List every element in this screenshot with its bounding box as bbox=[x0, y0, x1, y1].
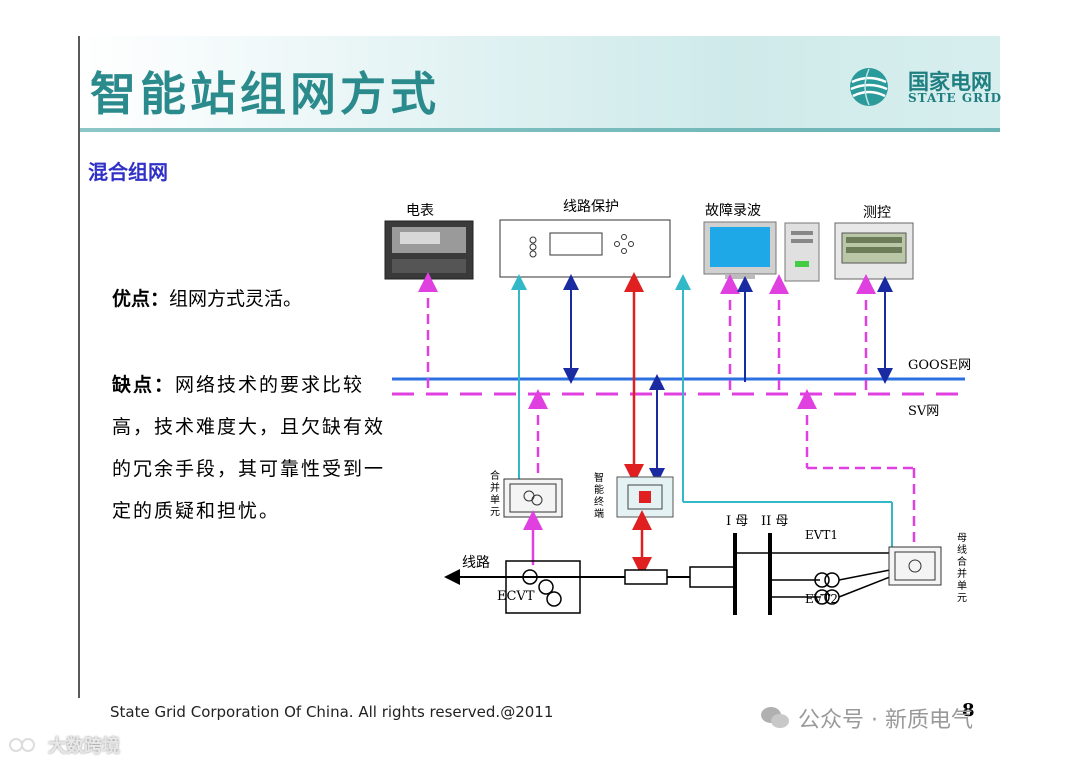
section-heading: 混合组网 bbox=[88, 156, 168, 185]
bus-merging-unit-label: 母线合并单元 bbox=[957, 532, 967, 604]
smart-terminal-box bbox=[617, 477, 673, 517]
network-diagram: 电表 线路保护 故障录波 测控 GOOSE网 bbox=[380, 195, 1000, 630]
breaker bbox=[625, 570, 667, 584]
bus1-label: I 母 bbox=[726, 514, 748, 529]
evt1-label: EVT1 bbox=[805, 528, 838, 542]
wechat-watermark: 公众号 · 新质电气 bbox=[760, 702, 973, 734]
ecvt-label: ECVT bbox=[497, 589, 535, 604]
sv-network-label: SV网 bbox=[908, 404, 939, 419]
logo-english: STATE GRID bbox=[908, 91, 1002, 105]
line-protection-device bbox=[500, 220, 670, 277]
bottom-left-watermark: 大数跨境 bbox=[8, 732, 120, 758]
cons-label: 缺点： bbox=[112, 374, 175, 396]
state-grid-logo: 国家电网 STATE GRID bbox=[848, 64, 998, 112]
cons-paragraph: 缺点：网络技术的要求比较高，技术难度大，且欠缺有效的冗余手段，其可靠性受到一定的… bbox=[112, 364, 392, 532]
header-stripe bbox=[80, 128, 1000, 132]
line-label: 线路 bbox=[462, 555, 490, 571]
watermark-logo-icon bbox=[8, 736, 42, 754]
line-protection-label: 线路保护 bbox=[563, 199, 619, 215]
merging-unit-label: 合并单元 bbox=[490, 469, 500, 518]
evt2-label: EVT2 bbox=[805, 592, 838, 606]
wechat-icon bbox=[760, 705, 790, 731]
globe-icon bbox=[848, 66, 890, 108]
bus-merging-unit-box bbox=[889, 547, 941, 585]
measure-control-label: 测控 bbox=[863, 205, 891, 221]
page-title: 智能站组网方式 bbox=[90, 58, 440, 124]
bottom-left-watermark-text: 大数跨境 bbox=[48, 732, 120, 758]
fault-recorder-label: 故障录波 bbox=[705, 203, 761, 219]
cons-text: 网络技术的要求比较高，技术难度大，且欠缺有效的冗余手段，其可靠性受到一定的质疑和… bbox=[112, 374, 385, 522]
disconnector bbox=[690, 567, 736, 587]
pros-paragraph: 优点：组网方式灵活。 bbox=[112, 284, 302, 311]
fault-recorder-device bbox=[704, 222, 819, 281]
ecvt-block bbox=[506, 561, 580, 613]
meter-device bbox=[385, 221, 473, 279]
pros-label: 优点： bbox=[112, 288, 169, 310]
merging-unit-box bbox=[504, 479, 562, 517]
wechat-watermark-text: 公众号 · 新质电气 bbox=[798, 702, 973, 734]
measure-control-device bbox=[835, 223, 913, 279]
smart-terminal-label: 智能终端 bbox=[594, 471, 604, 520]
slide-left-border bbox=[78, 36, 80, 698]
pros-text: 组网方式灵活。 bbox=[169, 288, 302, 310]
goose-network-label: GOOSE网 bbox=[908, 358, 971, 373]
footer-copyright: State Grid Corporation Of China. All rig… bbox=[110, 703, 553, 721]
bus2-label: II 母 bbox=[761, 514, 788, 529]
meter-label: 电表 bbox=[406, 203, 434, 219]
